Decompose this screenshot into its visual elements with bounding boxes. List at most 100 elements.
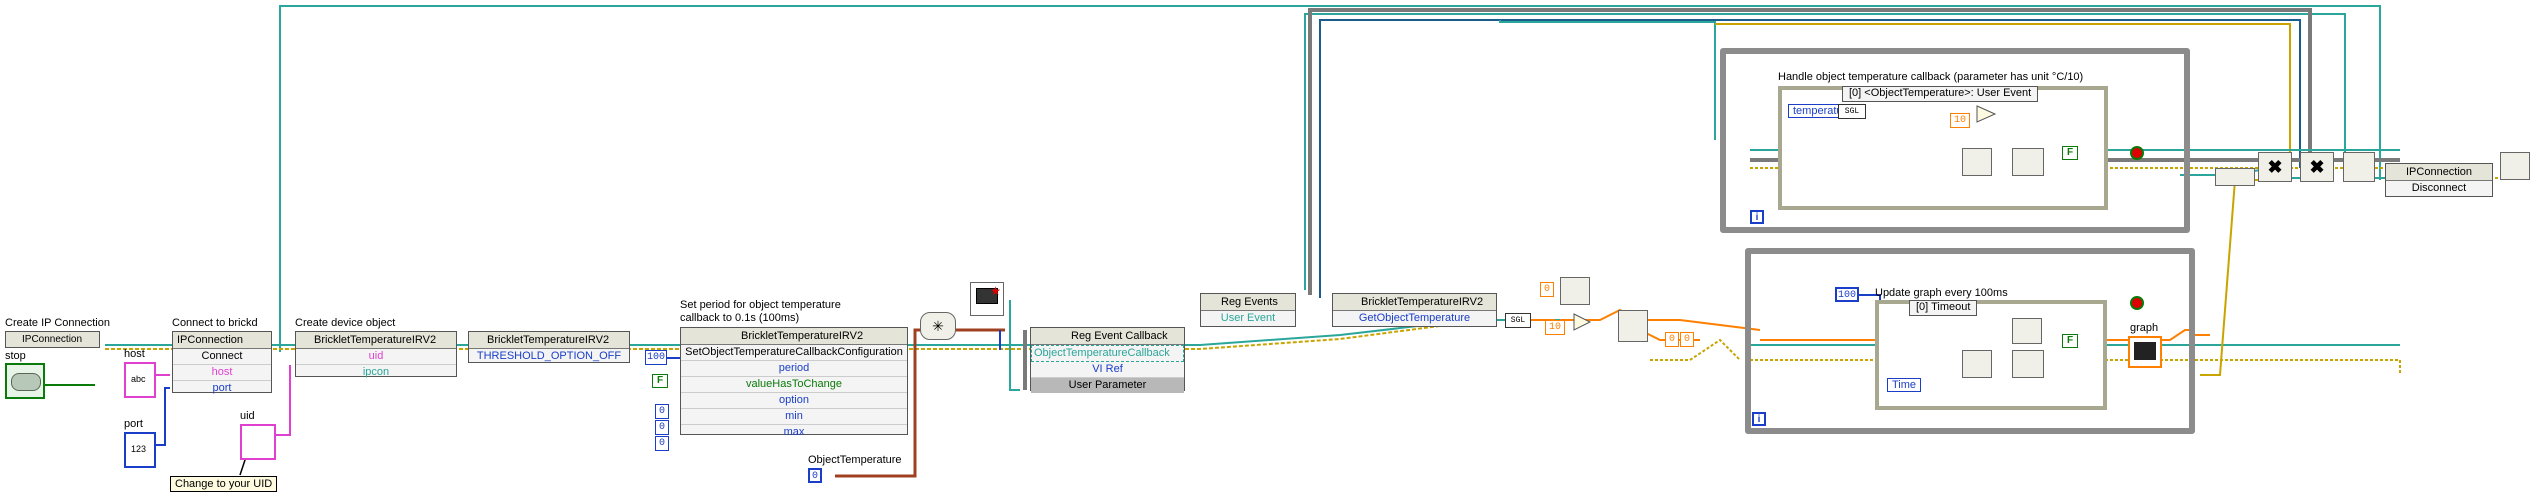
merge-errors-node[interactable] bbox=[2215, 168, 2255, 186]
period-constant[interactable]: 100 bbox=[645, 350, 667, 365]
lower-array-node-c[interactable] bbox=[2012, 350, 2044, 378]
lower-array-node-b[interactable] bbox=[2012, 318, 2042, 344]
getobj-node[interactable]: BrickletTemperatureIRV2 GetObjectTempera… bbox=[1332, 293, 1497, 327]
wire-event-top bbox=[1319, 19, 2301, 298]
setcfg-method: SetObjectTemperatureCallbackConfiguratio… bbox=[681, 345, 907, 361]
port-control-text: 123 bbox=[131, 444, 147, 454]
wire-uid bbox=[275, 365, 291, 436]
wire-err-long bbox=[1715, 23, 2291, 175]
upper-array-node-b[interactable] bbox=[2012, 148, 2044, 176]
zero-const-c[interactable]: 0 bbox=[1680, 332, 1694, 347]
stop-label: stop bbox=[5, 350, 26, 362]
set-period-label-1: Set period for object temperature bbox=[680, 299, 841, 311]
wire-objtemp bbox=[835, 328, 1005, 478]
connect-title: IPConnection bbox=[173, 332, 271, 349]
lower-while-loop[interactable] bbox=[1745, 248, 2195, 434]
host-control-text: abc bbox=[131, 374, 146, 384]
connect-method: Connect bbox=[173, 349, 271, 365]
ten-const-a[interactable]: 10 bbox=[1545, 320, 1565, 335]
set-period-label-2: callback to 0.1s (100ms) bbox=[680, 312, 800, 324]
setcfg-min: min bbox=[681, 409, 907, 425]
setcfg-vhc: valueHasToChange bbox=[681, 377, 907, 393]
upper-array-node-a[interactable] bbox=[1962, 148, 1992, 176]
create-ip-label: Create IP Connection bbox=[5, 317, 110, 329]
connect-label: Connect to brickd bbox=[172, 317, 258, 329]
threshold-value: THRESHOLD_OPTION_OFF bbox=[476, 350, 622, 362]
wire-device-top bbox=[1304, 13, 2346, 290]
host-control[interactable]: abc bbox=[124, 362, 156, 398]
graph-icon[interactable] bbox=[2128, 336, 2162, 368]
disconnect-node[interactable]: IPConnection Disconnect bbox=[2385, 163, 2493, 197]
regcb-event[interactable]: ObjectTemperatureCallback bbox=[1031, 345, 1184, 362]
connect-node[interactable]: IPConnection Connect host port bbox=[172, 331, 272, 394]
sgl-convert-b: SGL bbox=[1838, 104, 1866, 119]
host-label: host bbox=[124, 348, 145, 360]
upper-case-selector[interactable]: [0] <ObjectTemperature>: User Event bbox=[1842, 86, 2039, 102]
uid-control[interactable] bbox=[240, 424, 276, 460]
setcfg-title: BrickletTemperatureIRV2 bbox=[681, 328, 907, 345]
brick-title: BrickletTemperatureIRV2 bbox=[296, 332, 456, 349]
zero-const-a[interactable]: 0 bbox=[1540, 282, 1554, 297]
stop-button[interactable] bbox=[5, 363, 45, 399]
update-graph-label: Update graph every 100ms bbox=[1875, 287, 2008, 299]
wire-ipcon-top bbox=[279, 5, 2381, 352]
setcfg-node[interactable]: BrickletTemperatureIRV2 SetObjectTempera… bbox=[680, 327, 908, 438]
regcb-vi: VI Ref bbox=[1031, 362, 1184, 378]
create-device-label: Create device object bbox=[295, 317, 396, 329]
destroy-icon[interactable]: ✖ bbox=[2300, 152, 2334, 182]
regev-user: User Event bbox=[1220, 312, 1276, 324]
uid-label: uid bbox=[240, 410, 255, 422]
threshold-title: BrickletTemperatureIRV2 bbox=[469, 332, 629, 349]
sgl-convert-a: SGL bbox=[1505, 313, 1531, 328]
port-control[interactable]: 123 bbox=[124, 432, 156, 468]
handle-cb-label: Handle object temperature callback (para… bbox=[1778, 71, 2084, 83]
close-icon[interactable]: ✖ bbox=[2258, 152, 2292, 182]
getobj-method: GetObjectTemperature bbox=[1358, 312, 1471, 324]
dispose-icon[interactable] bbox=[2343, 152, 2375, 182]
lower-array-node-a[interactable] bbox=[1962, 350, 1992, 378]
build-array-node[interactable] bbox=[1618, 310, 1648, 342]
regcb-title: Reg Event Callback bbox=[1031, 328, 1184, 345]
event-icon[interactable]: ✳ bbox=[920, 312, 956, 340]
zero-const-b[interactable]: 0 bbox=[1665, 332, 1679, 347]
vhc-constant[interactable]: F bbox=[652, 374, 668, 388]
setcfg-max: max bbox=[783, 426, 805, 438]
threshold-node[interactable]: BrickletTemperatureIRV2 THRESHOLD_OPTION… bbox=[468, 331, 630, 363]
time-terminal: Time bbox=[1887, 378, 1922, 392]
hundred-const[interactable]: 100 bbox=[1835, 287, 1859, 302]
graph-label: graph bbox=[2130, 322, 2159, 334]
brick-constructor[interactable]: BrickletTemperatureIRV2 uid ipcon bbox=[295, 331, 457, 378]
change-uid-note: Change to your UID bbox=[170, 476, 278, 492]
lower-loop-index: i bbox=[1752, 412, 1766, 426]
array-node[interactable] bbox=[1560, 277, 1590, 305]
wire-port bbox=[155, 387, 170, 446]
lower-false-const[interactable]: F bbox=[2062, 334, 2078, 348]
regev-node[interactable]: Reg Events User Event bbox=[1200, 293, 1296, 327]
upper-loop-index: i bbox=[1750, 210, 1764, 224]
upper-false-const[interactable]: F bbox=[2062, 146, 2078, 160]
brick-ipcon: ipcon bbox=[362, 366, 390, 378]
regcb-node[interactable]: Reg Event Callback ObjectTemperatureCall… bbox=[1030, 327, 1185, 393]
regcb-user: User Parameter bbox=[1031, 378, 1184, 393]
stop-terminal-icon[interactable] bbox=[2130, 146, 2144, 160]
dispose-ipcon-icon[interactable] bbox=[2500, 152, 2530, 180]
regev-title: Reg Events bbox=[1201, 294, 1295, 311]
min-constant[interactable]: 0 bbox=[655, 420, 669, 435]
upper-while-loop[interactable] bbox=[1720, 48, 2190, 233]
disc-title: IPConnection bbox=[2386, 164, 2492, 181]
stop-icon bbox=[11, 373, 41, 391]
objtemp-constant[interactable]: 0 bbox=[808, 468, 822, 483]
ipconnection-constructor[interactable]: IPConnection bbox=[5, 331, 100, 348]
ipconnection-text: IPConnection bbox=[22, 334, 83, 345]
max-constant[interactable]: 0 bbox=[655, 436, 669, 451]
option-constant[interactable]: 0 bbox=[655, 404, 669, 419]
port-label: port bbox=[124, 418, 143, 430]
ten-const-b[interactable]: 10 bbox=[1950, 113, 1970, 128]
disc-method: Disconnect bbox=[2411, 182, 2467, 194]
lower-case-selector[interactable]: [0] Timeout bbox=[1909, 300, 1978, 316]
stop-terminal-icon-2[interactable] bbox=[2130, 296, 2144, 310]
divide-icon bbox=[1573, 313, 1592, 331]
wire-event-2 bbox=[1499, 20, 1716, 140]
connect-port: port bbox=[212, 382, 232, 394]
callback-vi-icon[interactable]: ★ bbox=[970, 282, 1004, 316]
